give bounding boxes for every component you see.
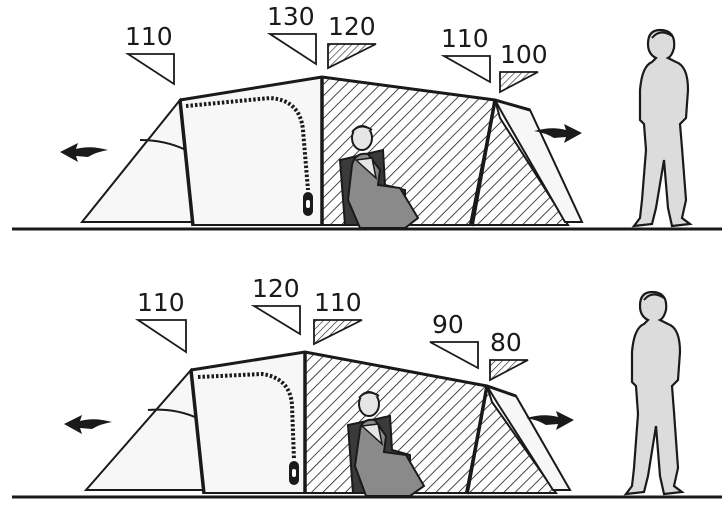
pole-front	[178, 99, 195, 227]
pole-rear	[465, 385, 489, 495]
height-marker-3: 120	[327, 12, 377, 70]
height-label: 90	[432, 310, 464, 339]
arrow-left-icon	[64, 415, 112, 434]
height-label: 120	[252, 274, 300, 303]
vestibule-door-curve	[139, 139, 187, 151]
height-marker-5: 100	[499, 40, 548, 94]
height-marker-4: 90	[429, 310, 479, 370]
person-standing-icon	[623, 290, 685, 496]
roof-line	[190, 350, 517, 398]
arrow-left-icon	[60, 143, 108, 162]
front-vestibule	[79, 97, 195, 223]
height-marker-1: 110	[135, 288, 187, 354]
pole-rear	[470, 99, 497, 227]
arrow-right-icon	[526, 411, 574, 430]
height-marker-2: 130	[266, 2, 317, 66]
height-marker-2: 120	[250, 274, 301, 336]
height-label: 110	[137, 288, 185, 317]
height-label: 130	[267, 2, 315, 31]
vestibule-door-curve	[147, 408, 198, 419]
diagram-bottom: 110 120 110 90 80	[12, 274, 722, 499]
zipper-icon	[185, 95, 310, 191]
height-label: 110	[314, 288, 362, 317]
height-label: 120	[328, 12, 376, 41]
arrow-right-icon	[534, 124, 582, 143]
person-seated-icon	[338, 125, 420, 229]
height-marker-5: 80	[489, 328, 529, 382]
roof-line	[179, 75, 531, 112]
front-vestibule	[83, 367, 206, 491]
height-marker-1: 110	[124, 22, 175, 86]
height-label: 110	[125, 22, 173, 51]
height-label: 80	[490, 328, 522, 357]
person-seated-icon	[346, 391, 426, 497]
height-label: 110	[441, 24, 489, 53]
height-marker-4: 110	[440, 24, 491, 84]
height-label: 100	[500, 40, 548, 69]
zipper-icon	[197, 371, 296, 461]
pole-front	[189, 369, 206, 495]
person-standing-icon	[631, 28, 693, 228]
height-marker-3: 110	[313, 288, 363, 346]
diagram-top: 110 130 120 110 100	[12, 2, 722, 231]
